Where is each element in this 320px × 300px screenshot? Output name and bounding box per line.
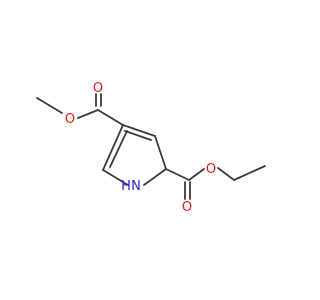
- bond-o-ch2: [217, 167, 235, 181]
- carbonyl-oxygen-methyl-label: O: [93, 81, 103, 96]
- bond-ch2-ch3: [233, 165, 266, 181]
- ring-nitrogen-label: N: [131, 179, 141, 194]
- bond-carbonyl-c-o-right: [188, 168, 205, 181]
- bond-carbonyl-c-ring-left: [97, 109, 124, 126]
- bond-ring-c2-c3: [102, 124, 124, 171]
- bond-ring-c3-c4: [122, 124, 156, 137]
- bond-ring-c4-c5: [154, 135, 167, 170]
- ester-oxygen-ethyl-label: O: [206, 162, 216, 177]
- carbonyl-oxygen-ethyl-label: O: [182, 200, 192, 215]
- molecule-canvas: O O O O N H: [36, 81, 266, 215]
- bond-ring-c5-n: [143, 168, 167, 186]
- bond-ring-carbonyl-c-right: [165, 168, 190, 181]
- ring-hydrogen-label: H: [121, 179, 131, 194]
- bond-o-carbonyl-c-left: [77, 109, 99, 119]
- bond-ring-n-c2: [102, 169, 129, 186]
- bond-ring-c2-c3-inner: [109, 130, 128, 168]
- bond-methyl-o: [36, 97, 63, 114]
- ester-oxygen-methyl-label: O: [65, 112, 75, 127]
- structure-drawing: O O O O N H: [36, 81, 266, 215]
- bond-ring-c3-c4-inner: [124, 130, 152, 141]
